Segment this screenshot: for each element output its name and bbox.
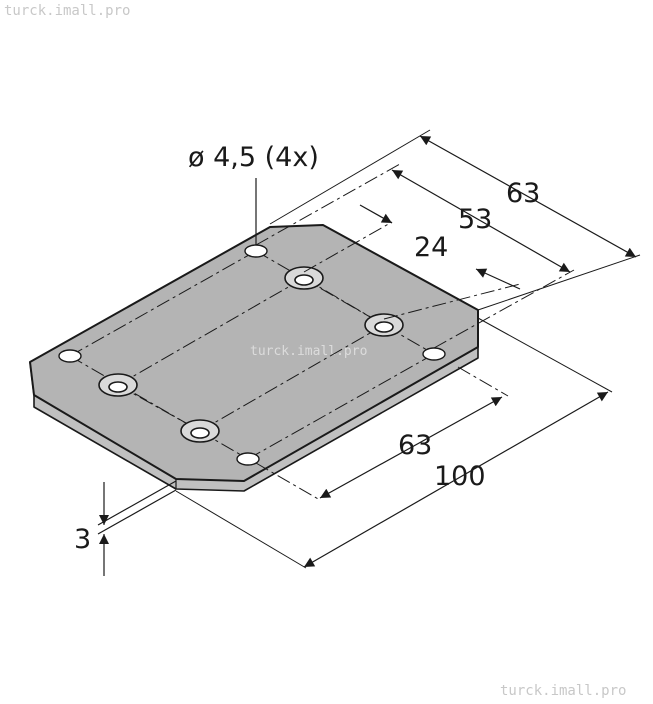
dim-line-53: [391, 169, 571, 273]
extension-lines-length: [175, 317, 613, 569]
dim-label-24: 24: [414, 232, 448, 263]
countersunk-hole: [284, 266, 324, 290]
thickness-dimension: [97, 480, 177, 576]
dim-label-63-depth: 63: [506, 178, 540, 209]
small-hole: [58, 349, 82, 363]
countersunk-hole: [180, 419, 220, 443]
countersunk-holes: [98, 266, 404, 443]
watermark-bottom-right: turck.imall.pro: [500, 683, 626, 699]
small-hole: [236, 452, 260, 466]
dim-label-thickness: 3: [74, 524, 91, 555]
dim-line-100: [303, 391, 609, 568]
hole-diameter-label: ø 4,5 (4x): [188, 142, 319, 173]
countersunk-hole: [364, 313, 404, 337]
small-holes: [58, 244, 446, 466]
watermark-top-left: turck.imall.pro: [4, 3, 130, 19]
dim-line-24-right: [475, 268, 521, 290]
dim-label-53: 53: [458, 204, 492, 235]
plate-top-face: [29, 224, 479, 482]
extension-lines-depth: [255, 129, 641, 349]
dim-line-24-left: [359, 204, 393, 224]
small-hole: [244, 244, 268, 258]
dim-label-100: 100: [434, 461, 486, 492]
watermark-center: turck.imall.pro: [250, 344, 367, 359]
small-hole: [422, 347, 446, 361]
dim-label-63-length: 63: [398, 430, 432, 461]
countersunk-hole: [98, 373, 138, 397]
